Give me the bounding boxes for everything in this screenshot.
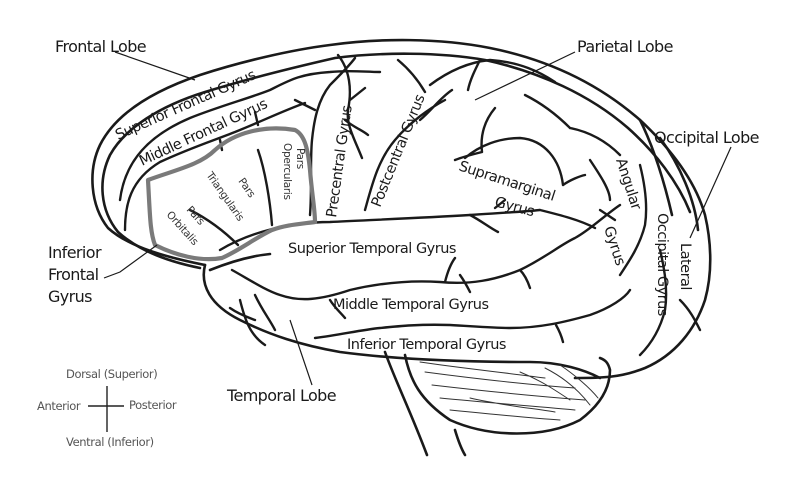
leader-temporal-lobe xyxy=(289,319,313,386)
label-dorsal: Dorsal (Superior) xyxy=(66,367,157,381)
label-superior-temporal-gyrus: Superior Temporal Gyrus xyxy=(288,241,456,257)
label-angular-gyrus: Angular Gyrus xyxy=(600,156,644,267)
label-ventral: Ventral (Inferior) xyxy=(66,435,154,449)
leader-parietal-lobe xyxy=(474,51,576,101)
label-inferior-temporal-gyrus: Inferior Temporal Gyrus xyxy=(347,337,506,353)
label-lateral-occipital-gyrus: Lateral Occipital Gyrus xyxy=(654,213,693,316)
label-pars-triangularis-line1: Pars xyxy=(236,176,258,200)
label-anterior: Anterior xyxy=(37,399,81,413)
label-inferior-frontal-gyrus-line1: Inferior xyxy=(48,243,102,262)
leader-occipital-lobe xyxy=(689,146,732,239)
label-temporal-lobe: Temporal Lobe xyxy=(226,386,336,405)
leader-lines xyxy=(103,51,732,386)
cerebellum xyxy=(403,353,612,435)
inferior-frontal-gyrus-region xyxy=(145,126,318,262)
brainstem xyxy=(383,350,467,457)
label-middle-temporal-gyrus: Middle Temporal Gyrus xyxy=(333,297,489,313)
label-occipital-lobe: Occipital Lobe xyxy=(654,128,759,147)
label-posterior: Posterior xyxy=(129,398,177,412)
label-pars-triangularis: Pars Triangularis xyxy=(203,169,257,223)
label-precentral-gyrus: Precentral Gyrus xyxy=(324,105,356,219)
label-lateral-occipital-line2: Occipital Gyrus xyxy=(654,213,670,316)
label-postcentral-gyrus: Postcentral Gyrus xyxy=(369,93,429,210)
label-inferior-frontal-gyrus-line3: Gyrus xyxy=(48,287,92,306)
label-pars-triangularis-line2: Triangularis xyxy=(203,169,246,223)
label-pars-opercularis: Pars Opercularis xyxy=(281,143,306,200)
brain-outline xyxy=(91,38,712,380)
label-inferior-frontal-gyrus-line2: Frontal xyxy=(48,265,99,284)
label-parietal-lobe: Parietal Lobe xyxy=(577,37,673,56)
label-lateral-occipital-line1: Lateral xyxy=(677,243,693,290)
label-pars-opercularis-line2: Opercularis xyxy=(281,143,293,200)
label-pars-orbitalis: Pars Orbitalis xyxy=(164,204,207,248)
orientation-compass: Dorsal (Superior) Anterior Posterior Ven… xyxy=(37,367,177,449)
leader-inferior-frontal-gyrus xyxy=(103,244,158,279)
label-supramarginal-line2: Gyrus xyxy=(493,194,536,220)
label-pars-opercularis-line1: Pars xyxy=(294,148,306,169)
label-inferior-frontal-gyrus: Inferior Frontal Gyrus xyxy=(48,243,103,306)
leader-frontal-lobe xyxy=(114,51,196,81)
label-frontal-lobe: Frontal Lobe xyxy=(55,37,146,56)
label-angular-line2: Gyrus xyxy=(600,224,628,267)
